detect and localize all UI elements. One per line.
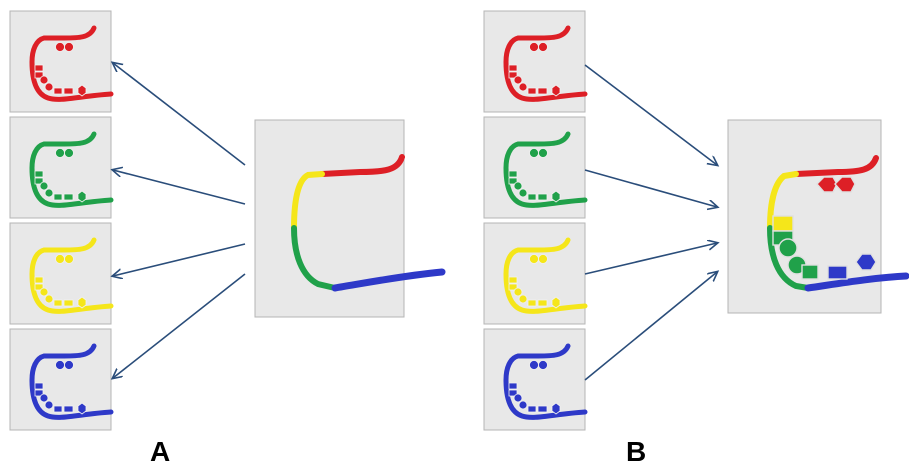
arrow-b-3 bbox=[584, 243, 717, 275]
tile-a-green bbox=[9, 116, 114, 219]
ligand-yellow-1 bbox=[772, 215, 794, 232]
arrow-b-1 bbox=[584, 64, 717, 165]
tile-b-yellow bbox=[483, 222, 588, 325]
tile-a-red bbox=[9, 10, 114, 113]
tile-b-red bbox=[483, 10, 588, 113]
panel-b-label: B bbox=[626, 436, 647, 463]
arrows-a bbox=[113, 63, 246, 378]
tile-a-blue bbox=[9, 328, 114, 431]
panel-b bbox=[483, 10, 909, 431]
ligand-green-4 bbox=[801, 264, 819, 280]
arrow-a-2 bbox=[113, 170, 246, 205]
arrows-b bbox=[584, 64, 717, 381]
panel-a-label: A bbox=[150, 436, 171, 463]
panel-a bbox=[9, 10, 446, 431]
arrow-a-4 bbox=[113, 273, 246, 378]
ligand-blue-2 bbox=[855, 253, 877, 271]
ligand-red-2 bbox=[834, 176, 856, 193]
arrow-b-2 bbox=[584, 169, 717, 207]
arrow-a-1 bbox=[113, 63, 246, 166]
ligand-blue-1 bbox=[827, 265, 848, 280]
tile-b-blue bbox=[483, 328, 588, 431]
tile-b-large bbox=[727, 119, 909, 314]
tile-a-yellow bbox=[9, 222, 114, 325]
arrow-b-4 bbox=[584, 272, 717, 381]
tile-a-large bbox=[254, 119, 446, 318]
ligand-green-2 bbox=[778, 238, 798, 258]
tile-b-green bbox=[483, 116, 588, 219]
arrow-a-3 bbox=[113, 243, 246, 276]
